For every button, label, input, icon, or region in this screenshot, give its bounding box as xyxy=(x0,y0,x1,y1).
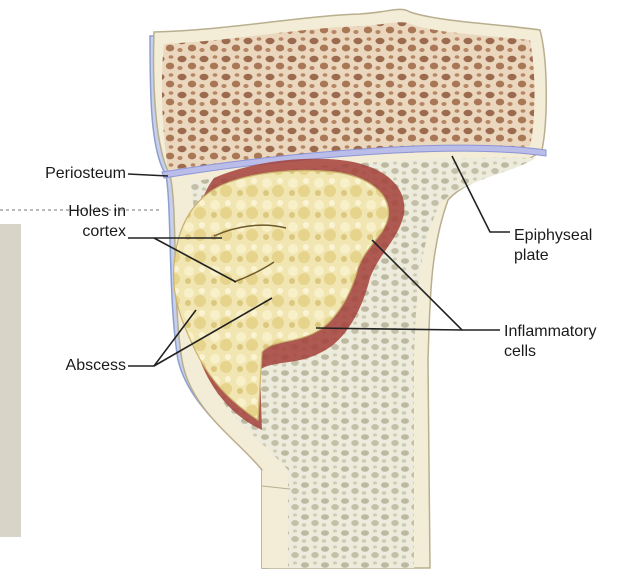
leader-periosteum xyxy=(128,174,168,176)
label-abscess: Abscess xyxy=(30,356,126,376)
shaft-cortex-left xyxy=(262,470,288,568)
label-periosteum: Periosteum xyxy=(20,164,126,184)
label-epiphyseal-plate: Epiphyseal plate xyxy=(514,226,624,266)
label-inflammatory-cells: Inflammatory cells xyxy=(504,322,626,362)
label-holes-in-cortex: Holes in cortex xyxy=(30,202,126,242)
